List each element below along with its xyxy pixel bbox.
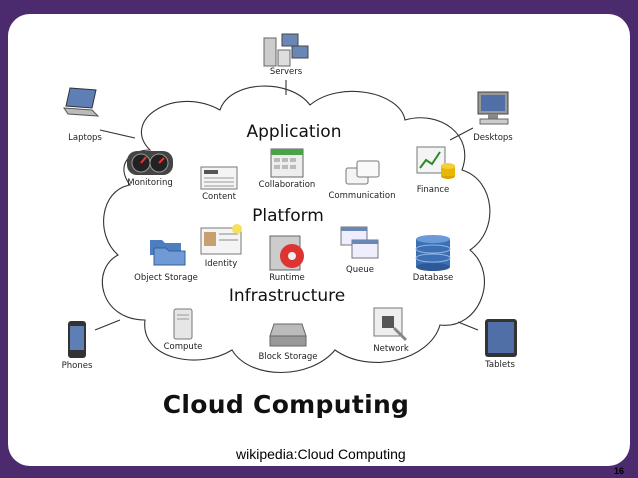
label-monitoring: Monitoring [127,178,173,188]
database-icon [415,235,451,271]
label-block-storage: Block Storage [258,352,318,362]
label-laptops: Laptops [68,133,102,143]
finance-icon [416,146,455,179]
laptop-icon [63,87,100,117]
layer-application: Application [246,122,342,142]
connector-desktops [449,127,474,141]
label-phones: Phones [61,361,93,371]
diagram-title: Cloud Computing [162,390,410,419]
label-queue: Queue [346,265,374,275]
monitoring-icon [127,151,173,175]
network-icon [373,307,408,342]
phone-icon [68,321,86,358]
connector-phones [94,319,121,331]
top-bar [0,0,638,10]
collaboration-icon [270,148,304,178]
content-icon [200,166,238,190]
page-number: 16 [613,466,624,476]
object-storage-icon [150,240,186,266]
block-storage-icon [269,323,307,347]
label-desktops: Desktops [473,133,513,143]
servers-icon [263,33,309,67]
layer-infrastructure: Infrastructure [228,286,346,306]
label-compute: Compute [163,342,203,352]
tablet-icon [485,319,517,357]
label-database: Database [412,273,454,283]
connector-laptops [99,129,136,139]
label-content: Content [202,192,236,202]
label-network: Network [373,344,409,354]
communication-icon [345,160,380,185]
cloud-outline [102,85,491,374]
label-finance: Finance [416,185,450,195]
source-caption: wikipedia:Cloud Computing [236,446,406,462]
queue-icon [340,226,379,259]
runtime-icon [269,235,304,271]
content-panel [8,14,630,466]
identity-icon [200,224,242,255]
label-runtime: Runtime [269,273,305,283]
label-object-storage: Object Storage [134,273,198,283]
label-communication: Communication [328,191,396,201]
label-servers: Servers [269,67,303,77]
compute-icon [173,308,193,340]
label-tablets: Tablets [485,360,515,370]
connector-tablets [457,321,479,331]
desktop-icon [477,91,509,125]
label-identity: Identity [204,259,238,269]
layer-platform: Platform [252,206,324,226]
label-collaboration: Collaboration [258,180,316,190]
